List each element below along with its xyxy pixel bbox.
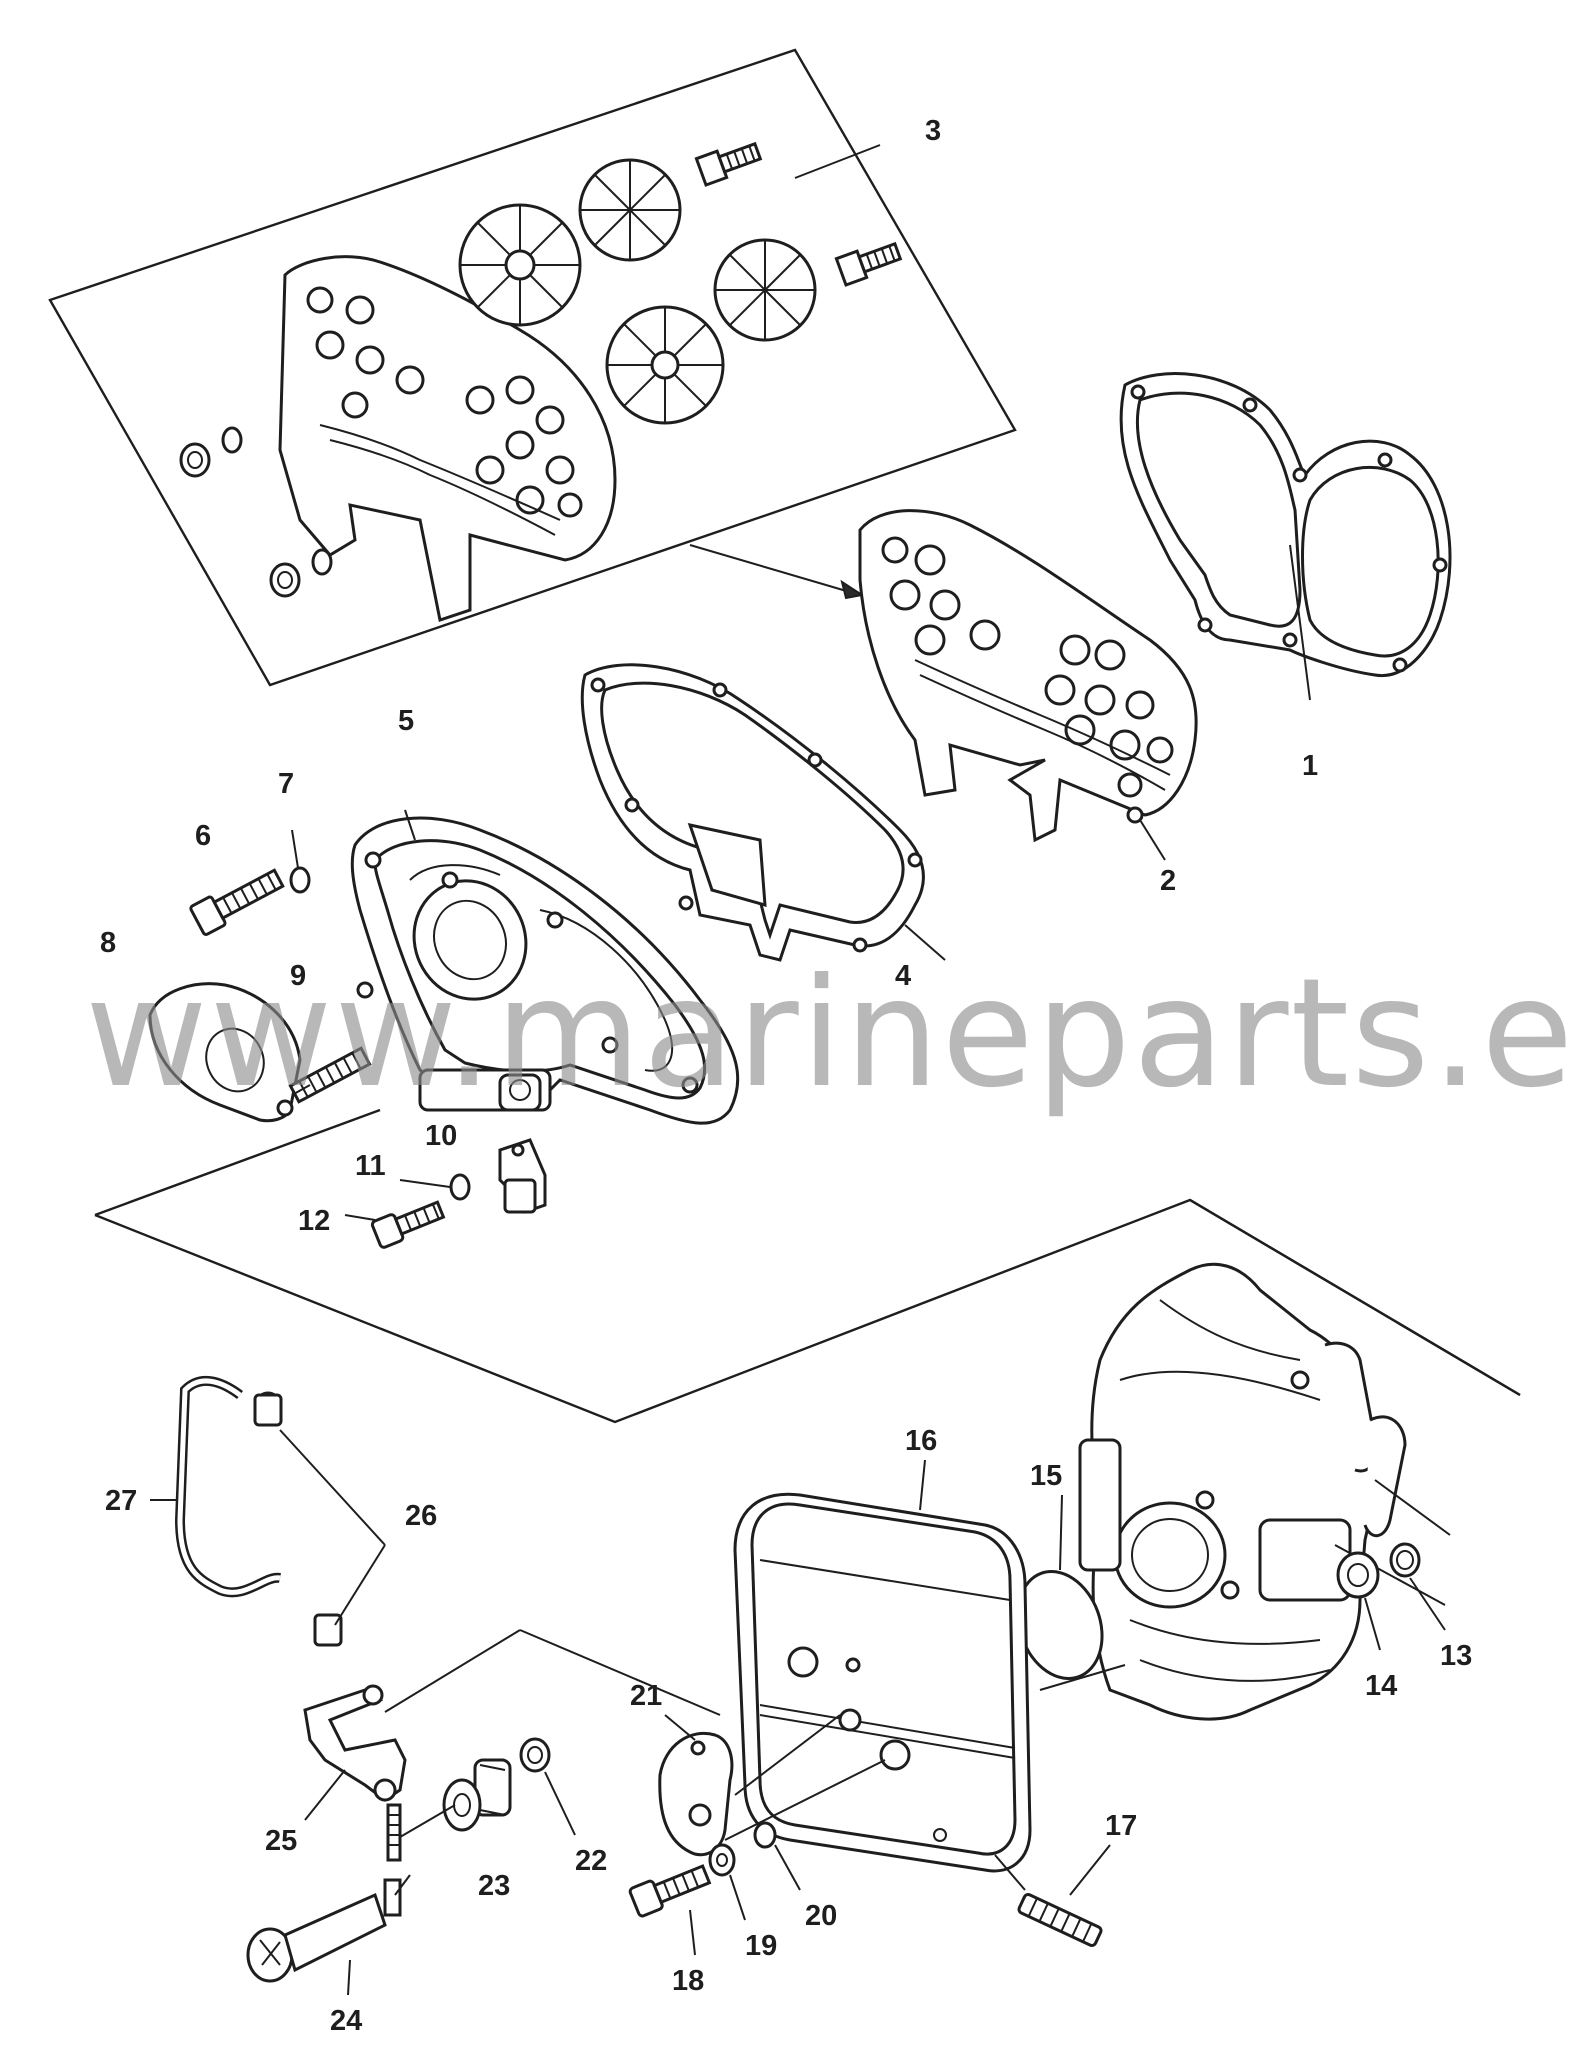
callout-26: 26	[405, 1500, 437, 1532]
callout-18: 18	[672, 1965, 704, 1997]
elbow-8	[148, 982, 302, 1123]
linkage-25	[303, 1684, 407, 1862]
grommet-23	[442, 1758, 512, 1832]
callout-13: 13	[1440, 1640, 1472, 1672]
kit-reed-petals	[458, 158, 817, 425]
nut-14	[1336, 1551, 1380, 1599]
callout-4: 4	[895, 960, 911, 992]
callout-22: 22	[575, 1845, 607, 1877]
nut-20	[753, 1821, 777, 1849]
callout-20: 20	[805, 1900, 837, 1932]
callout-8: 8	[100, 927, 116, 959]
callout-17: 17	[1105, 1810, 1137, 1842]
washer-13	[1389, 1542, 1421, 1578]
lever-24	[246, 1878, 402, 1983]
engine-block	[1078, 1262, 1407, 1721]
callout-21: 21	[630, 1680, 662, 1712]
watermark-text: www.marineparts.eu	[85, 947, 1574, 1121]
clip-10	[498, 1138, 547, 1214]
callout-9: 9	[290, 960, 306, 992]
bracket-21	[658, 1732, 734, 1857]
callout-15: 15	[1030, 1460, 1062, 1492]
screw-18	[628, 1864, 712, 1918]
callout-19: 19	[745, 1930, 777, 1962]
bolt-6	[189, 868, 285, 936]
callout-2: 2	[1160, 865, 1176, 897]
cover-16	[733, 1492, 1032, 1873]
screw-12	[370, 1200, 446, 1249]
washer-11	[449, 1173, 471, 1201]
callout-23: 23	[478, 1870, 510, 1902]
washer-19	[708, 1843, 736, 1877]
housing-5	[350, 809, 740, 1125]
kit-hardware	[179, 141, 903, 598]
callout-25: 25	[265, 1825, 297, 1857]
pin-17	[1017, 1893, 1103, 1947]
gasket-1	[1119, 372, 1452, 701]
fitting-26	[253, 1391, 343, 1647]
callout-7: 7	[278, 768, 294, 800]
washer-22	[519, 1737, 551, 1773]
callout-10: 10	[425, 1120, 457, 1152]
callout-3: 3	[925, 115, 941, 147]
reed-plate-2	[858, 509, 1198, 861]
callout-1: 1	[1302, 750, 1318, 782]
callout-27: 27	[105, 1485, 137, 1517]
callout-6: 6	[195, 820, 211, 852]
callout-11: 11	[355, 1150, 386, 1182]
gasket-4	[580, 663, 946, 962]
callout-12: 12	[298, 1205, 330, 1237]
washer-7	[289, 866, 311, 894]
callout-16: 16	[905, 1425, 937, 1457]
callout-24: 24	[330, 2005, 362, 2037]
kit-reed-plate	[278, 255, 617, 622]
callout-14: 14	[1365, 1670, 1397, 1702]
callout-5: 5	[398, 705, 414, 737]
kit-box-3	[48, 48, 1017, 687]
